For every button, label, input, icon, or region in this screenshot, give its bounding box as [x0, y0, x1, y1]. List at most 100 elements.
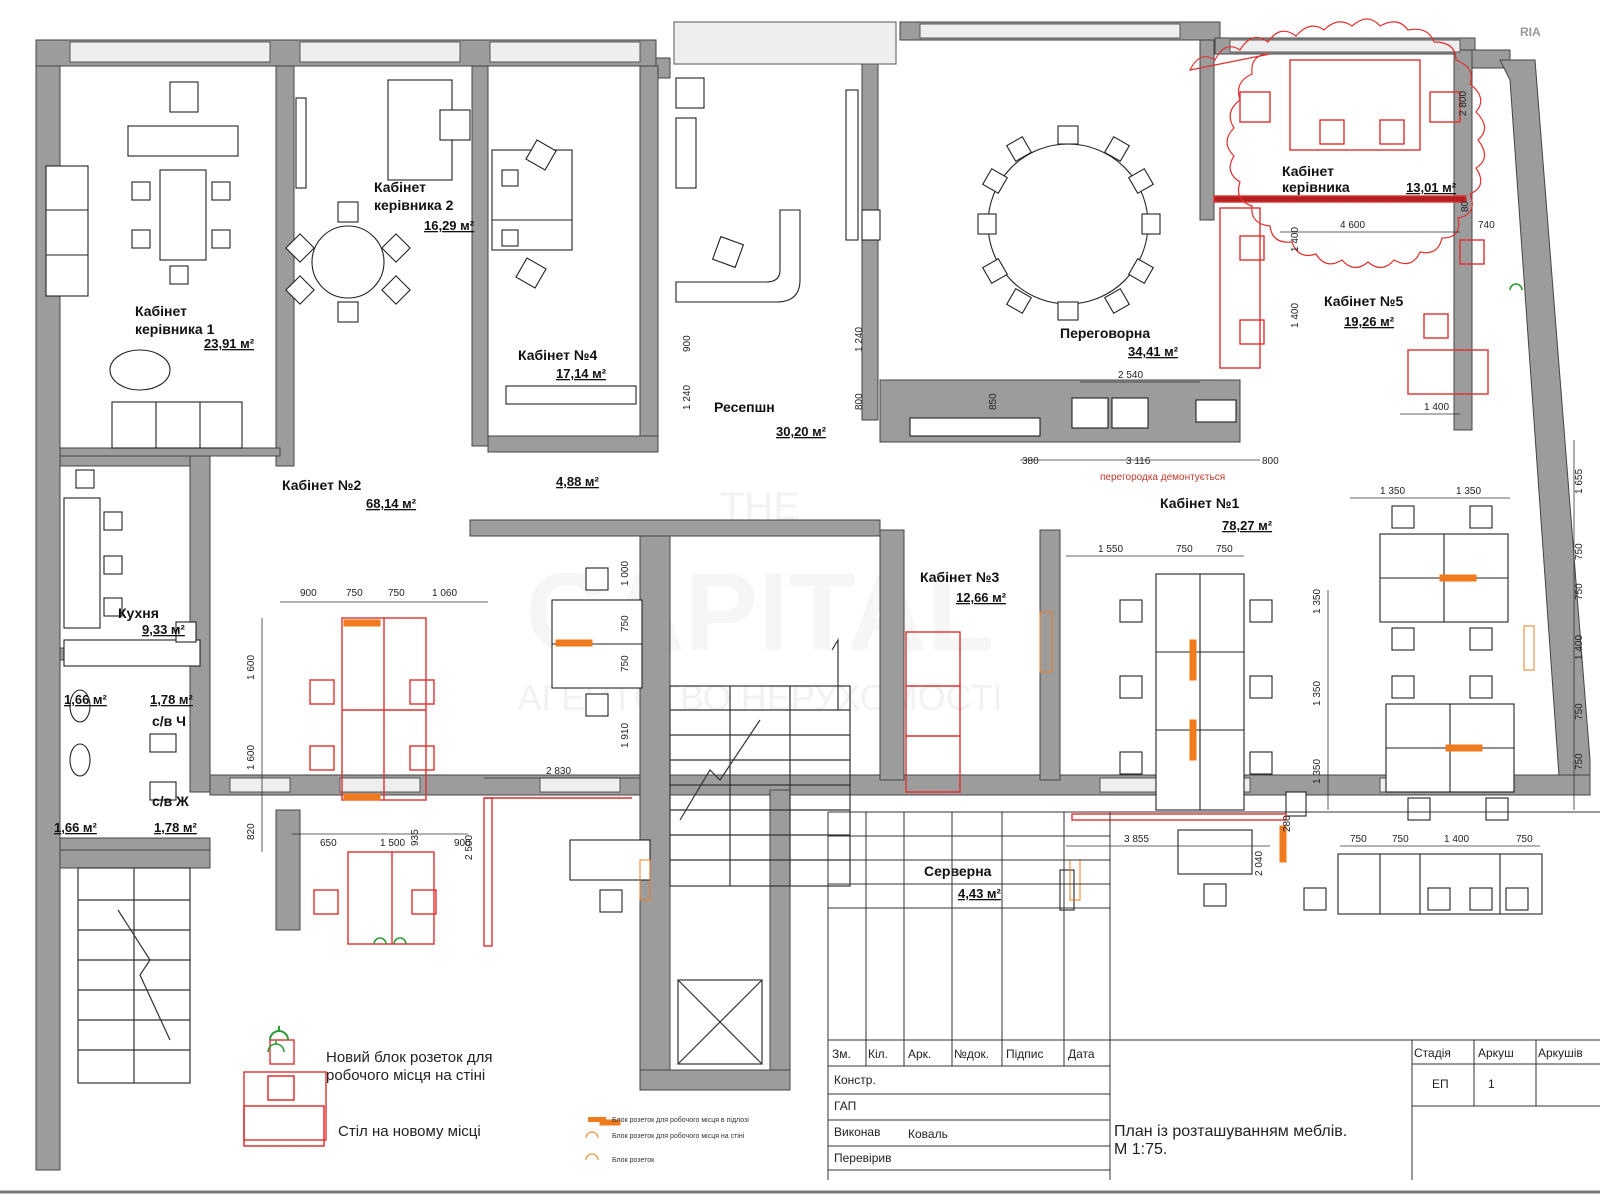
- dimension-label: 1 550: [1098, 544, 1123, 555]
- legend-floor-outlet-icon: [588, 1117, 606, 1122]
- stamp-executor: Коваль: [908, 1127, 948, 1141]
- dimension-label: 750: [1574, 583, 1585, 600]
- dimension-label: 750: [1350, 834, 1367, 845]
- stamp-sheet-v: 1: [1488, 1077, 1495, 1091]
- dimension-label: 80: [1460, 200, 1471, 212]
- legend-outlet-icon: [269, 1026, 289, 1041]
- green-outlet-icons: [267, 283, 1523, 1053]
- dimension-label: 380: [1022, 456, 1039, 467]
- room-area-wcm: 1,78 м²: [150, 692, 194, 707]
- stamp-h-dok: №док.: [954, 1047, 989, 1061]
- dimension-label: 280: [1282, 815, 1293, 832]
- legend-desk-label: Стіл на новому місці: [338, 1123, 481, 1140]
- room-area-office1: 78,27 м²: [1222, 518, 1273, 533]
- dimension-label: 2 830: [546, 766, 571, 777]
- room-area-wcf: 1,78 м²: [154, 820, 198, 835]
- room-label-ceo1-l2: керівника 1: [135, 321, 215, 337]
- room-area-office3: 12,66 м²: [956, 590, 1007, 605]
- stairwell-center: [669, 637, 851, 1065]
- dimension-label: 750: [346, 588, 363, 599]
- stamp-row-pereviryv: Перевірив: [834, 1151, 891, 1165]
- dimension-lines: [261, 231, 1575, 852]
- dimension-label: 3 116: [1126, 456, 1151, 467]
- dimension-label: 1 600: [246, 655, 257, 680]
- dimension-label: 935: [410, 829, 421, 846]
- dimension-label: 2 800: [1458, 91, 1469, 116]
- dimension-label: 750: [1574, 703, 1585, 720]
- dimension-label: 1 060: [432, 588, 457, 599]
- stamp-sheets-h: Аркушів: [1538, 1046, 1583, 1060]
- dimension-label: 1 400: [1290, 227, 1301, 252]
- dimension-label: 900: [454, 838, 471, 849]
- room-label-server: Серверна: [924, 863, 992, 879]
- dimension-label: 1 910: [620, 723, 631, 748]
- corner-watermark: RIA: [1520, 25, 1541, 39]
- windows: [69, 21, 1461, 793]
- stamp-sheet-h: Аркуш: [1478, 1046, 1514, 1060]
- dimension-label: 900: [300, 588, 317, 599]
- legend-outlet-label-l1: Новий блок розеток для: [326, 1049, 492, 1066]
- dimension-label: 1 400: [1444, 834, 1469, 845]
- room-area-kitchen: 9,33 м²: [142, 622, 186, 637]
- legend-desk-icon: [243, 1075, 325, 1147]
- dimension-label: 3 855: [1124, 834, 1149, 845]
- dimension-label: 800: [1262, 456, 1279, 467]
- room-area-office4: 17,14 м²: [556, 366, 607, 381]
- dimension-label: 1 000: [620, 561, 631, 586]
- room-area-office2: 68,14 м²: [366, 496, 417, 511]
- dimension-label: 740: [1478, 220, 1495, 231]
- legend-small-2: Блок розеток для робочого місця на стіні: [612, 1132, 745, 1140]
- stamp-stage-v: ЕП: [1432, 1077, 1449, 1091]
- dimension-label: 1 350: [1312, 589, 1323, 614]
- room-area-ceo2: 16,29 м²: [424, 218, 475, 233]
- dimension-label: 1 600: [246, 745, 257, 770]
- dimension-label: 850: [988, 393, 999, 410]
- legend-outlet-label-l2: робочого місця на стіні: [326, 1067, 485, 1084]
- dimension-label: 1 655: [1574, 469, 1585, 494]
- room-area-server: 4,43 м²: [958, 886, 1002, 901]
- dimension-label: 750: [620, 615, 631, 632]
- dimension-label: 750: [1574, 543, 1585, 560]
- dimension-label: 1 400: [1424, 402, 1449, 413]
- dimension-label: 750: [620, 655, 631, 672]
- dimension-label: 1 350: [1312, 681, 1323, 706]
- dimension-label: 2 500: [464, 835, 475, 860]
- room-label-ceo1-l1: Кабінет: [135, 303, 187, 319]
- outlets: [343, 574, 1535, 1126]
- room-label-wcm: с/в Ч: [152, 713, 186, 729]
- dimension-label: 1 350: [1380, 486, 1405, 497]
- dimension-label: 750: [1574, 753, 1585, 770]
- legend: Новий блок розеток для робочого місця на…: [243, 1026, 749, 1164]
- room-area-ceo1: 23,91 м²: [204, 336, 255, 351]
- dimension-label: 900: [682, 335, 693, 352]
- stairwell-left: [77, 867, 191, 1084]
- dimension-label: 750: [388, 588, 405, 599]
- room-label-office5: Кабінет №5: [1324, 293, 1403, 309]
- dimension-label: 1 240: [854, 327, 865, 352]
- room-label-ceo2-l1: Кабінет: [374, 179, 426, 195]
- room-area-wc1: 1,66 м²: [64, 692, 108, 707]
- room-label-office3: Кабінет №3: [920, 569, 999, 585]
- dimension-label: 1 240: [682, 385, 693, 410]
- legend-small-3: Блок розеток: [612, 1157, 655, 1164]
- stamp-h-pidpys: Підпис: [1006, 1047, 1044, 1061]
- legend-wall-outlet-icon: [585, 1131, 599, 1139]
- dimension-label: 2 540: [1118, 370, 1143, 381]
- stamp-row-konstr: Констр.: [834, 1073, 876, 1087]
- room-area-office5: 19,26 м²: [1344, 314, 1395, 329]
- stamp-h-ark: Арк.: [908, 1047, 931, 1061]
- room-label-wcf: с/в Ж: [152, 793, 189, 809]
- room-area-hall: 4,88 м²: [556, 474, 600, 489]
- stamp-stage-h: Стадія: [1414, 1046, 1451, 1060]
- room-label-head-l2: керівника: [1282, 179, 1350, 195]
- room-label-head-l1: Кабінет: [1282, 163, 1334, 179]
- dimension-label: 820: [246, 823, 257, 840]
- room-area-head: 13,01 м²: [1406, 180, 1457, 195]
- dimension-label: 2 040: [1254, 851, 1265, 876]
- dimension-label: 650: [320, 838, 337, 849]
- partition-note: перегородка демонтується: [1100, 472, 1225, 483]
- room-label-office2: Кабінет №2: [282, 477, 361, 493]
- dimension-label: 750: [1516, 834, 1533, 845]
